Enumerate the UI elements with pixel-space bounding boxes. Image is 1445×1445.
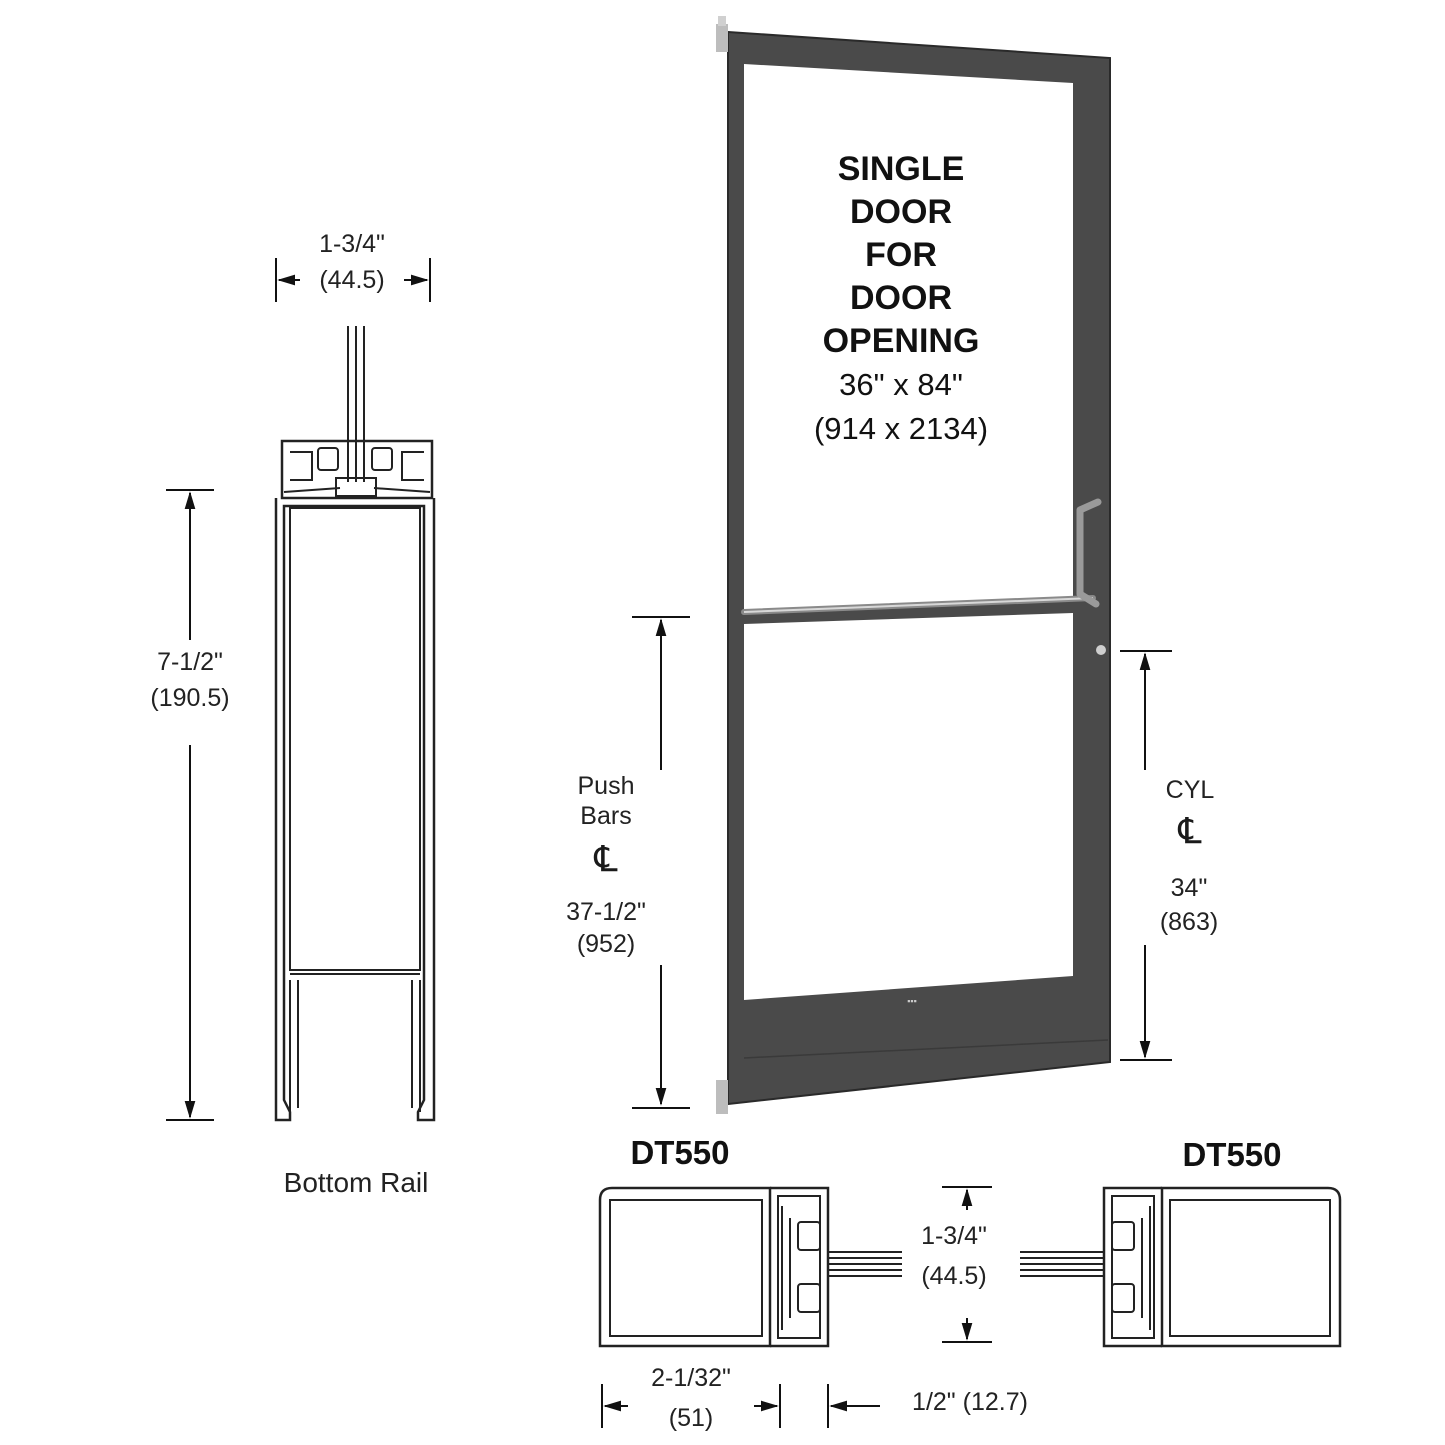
door-title-line: SINGLE: [837, 150, 965, 188]
dt550-left-title: DT550: [630, 1134, 730, 1171]
push-bars-label: Push Bars: [556, 772, 656, 831]
door-title-line: OPENING: [822, 322, 980, 360]
push-bars-centerline-icon: ℄: [594, 838, 618, 879]
svg-text:▪▪▪: ▪▪▪: [907, 996, 917, 1006]
bottom-pivot-icon: [716, 1080, 728, 1114]
thickness-dimension: [942, 1186, 992, 1343]
cylinder-centerline-icon: ℄: [1178, 810, 1202, 851]
cylinder-lock-icon: [1096, 645, 1106, 655]
door-elevation: ▪▪▪: [716, 16, 1111, 1114]
door-title: SINGLE DOOR FOR DOOR OPENING: [776, 148, 1026, 363]
bottom-rail-section: [166, 258, 436, 1122]
cylinder-dimension: [1120, 650, 1172, 1061]
section-offset-label: 1/2" (12.7): [912, 1388, 1028, 1416]
bottom-rail-height-in: 7-1/2": [157, 648, 223, 676]
bottom-rail-depth-in: 1-3/4": [319, 230, 385, 258]
door-size-inches: 36" x 84": [839, 367, 963, 402]
door-title-line: DOOR: [850, 193, 952, 231]
section-width-label: 2-1/32": [651, 1364, 731, 1392]
cylinder-height-mm: (863): [1159, 908, 1219, 936]
top-pivot-icon: [716, 24, 728, 52]
dt550-right-section: [1020, 1186, 1342, 1348]
door-upper-glass: [744, 64, 1073, 610]
door-lower-glass: [744, 613, 1073, 1000]
door-title-line: DOOR: [850, 279, 952, 317]
cylinder-label: CYL: [1165, 776, 1215, 804]
bottom-rail-depth-mm: (44.5): [319, 266, 385, 294]
push-bars-label-line2: Bars: [580, 801, 632, 830]
dt550-left-section: [598, 1186, 902, 1428]
cylinder-height-in: 34": [1170, 874, 1208, 902]
bottom-rail-caption: Bottom Rail: [283, 1167, 429, 1198]
door-title-line: FOR: [865, 236, 937, 274]
push-bars-height-mm: (952): [576, 930, 636, 958]
dt550-right-title: DT550: [1182, 1136, 1282, 1173]
bottom-rail-height-mm: (190.5): [150, 684, 230, 712]
push-bars-label-line1: Push: [577, 772, 635, 800]
push-bars-height-in: 37-1/2": [566, 898, 646, 926]
section-thickness-in: 1-3/4": [921, 1222, 987, 1250]
section-thickness-mm: (44.5): [921, 1262, 987, 1290]
door-size-mm: (914 x 2134): [813, 411, 989, 446]
pull-handle: [1076, 498, 1102, 608]
push-bar-dimension: [632, 616, 690, 1109]
section-width-mm: (51): [668, 1404, 714, 1432]
